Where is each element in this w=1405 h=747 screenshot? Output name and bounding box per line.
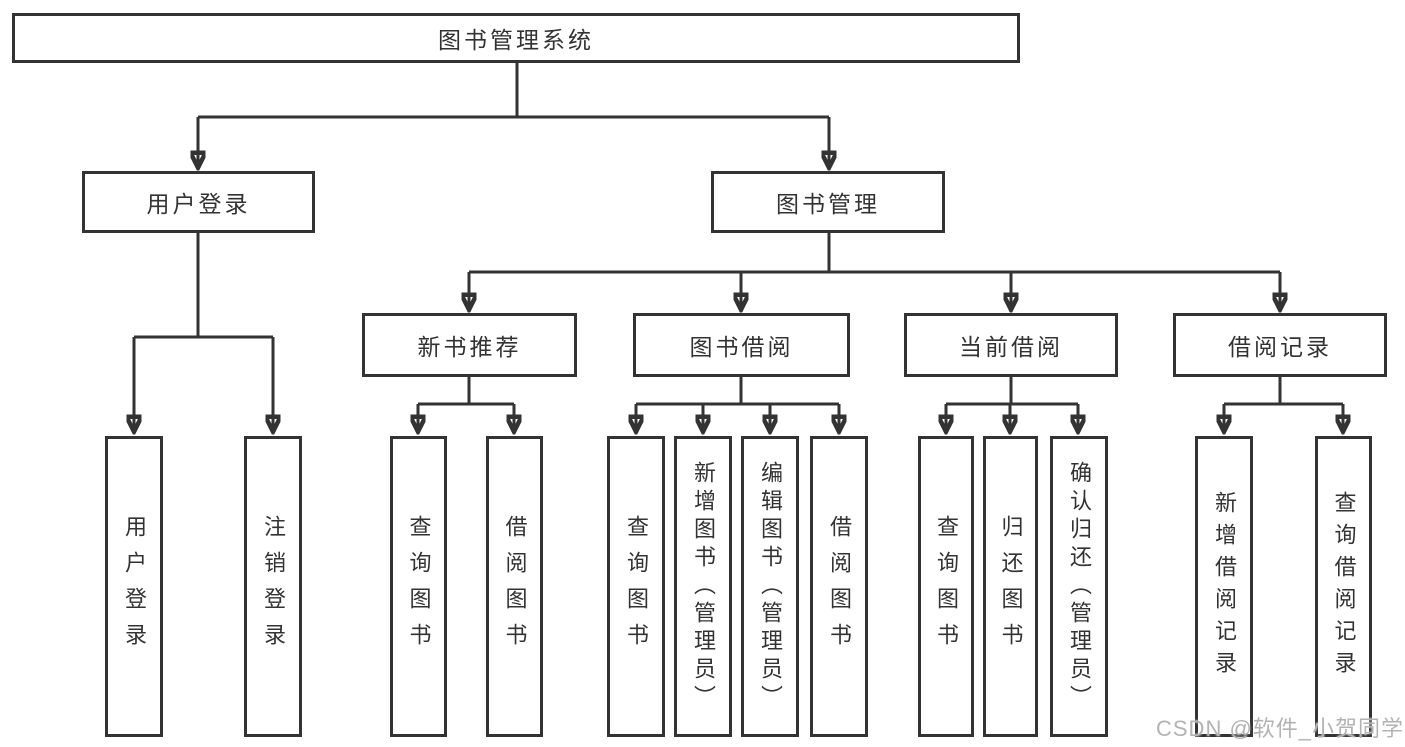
node-book-borrow: 图书借阅 xyxy=(633,313,850,377)
leaf-query-books-borrow: 查询图书 xyxy=(607,436,665,737)
leaf-query-books-recommend: 查询图书 xyxy=(390,436,447,737)
leaf-add-borrow-record: 新增借阅记录 xyxy=(1195,436,1253,737)
leaf-confirm-return-admin: 确认归还（管理员） xyxy=(1050,436,1108,737)
csdn-watermark: CSDN @软件_小贺同学 xyxy=(1156,716,1405,741)
leaf-return-books: 归还图书 xyxy=(983,436,1038,737)
node-root-system: 图书管理系统 xyxy=(12,13,1020,63)
leaf-borrow-books-recommend: 借阅图书 xyxy=(486,436,543,737)
leaf-logout: 注销登录 xyxy=(244,436,302,737)
leaf-add-books-admin: 新增图书（管理员） xyxy=(674,436,732,737)
leaf-user-login: 用户登录 xyxy=(105,436,163,737)
node-current-borrow: 当前借阅 xyxy=(904,313,1118,377)
leaf-query-books-current: 查询图书 xyxy=(918,436,974,737)
leaf-query-borrow-record: 查询借阅记录 xyxy=(1315,436,1372,737)
node-borrow-records: 借阅记录 xyxy=(1173,313,1387,377)
leaf-edit-books-admin: 编辑图书（管理员） xyxy=(741,436,799,737)
leaf-borrow-books: 借阅图书 xyxy=(810,436,868,737)
node-new-book-recommend: 新书推荐 xyxy=(362,313,577,377)
node-user-login-group: 用户登录 xyxy=(82,171,315,233)
node-book-management: 图书管理 xyxy=(711,171,945,233)
